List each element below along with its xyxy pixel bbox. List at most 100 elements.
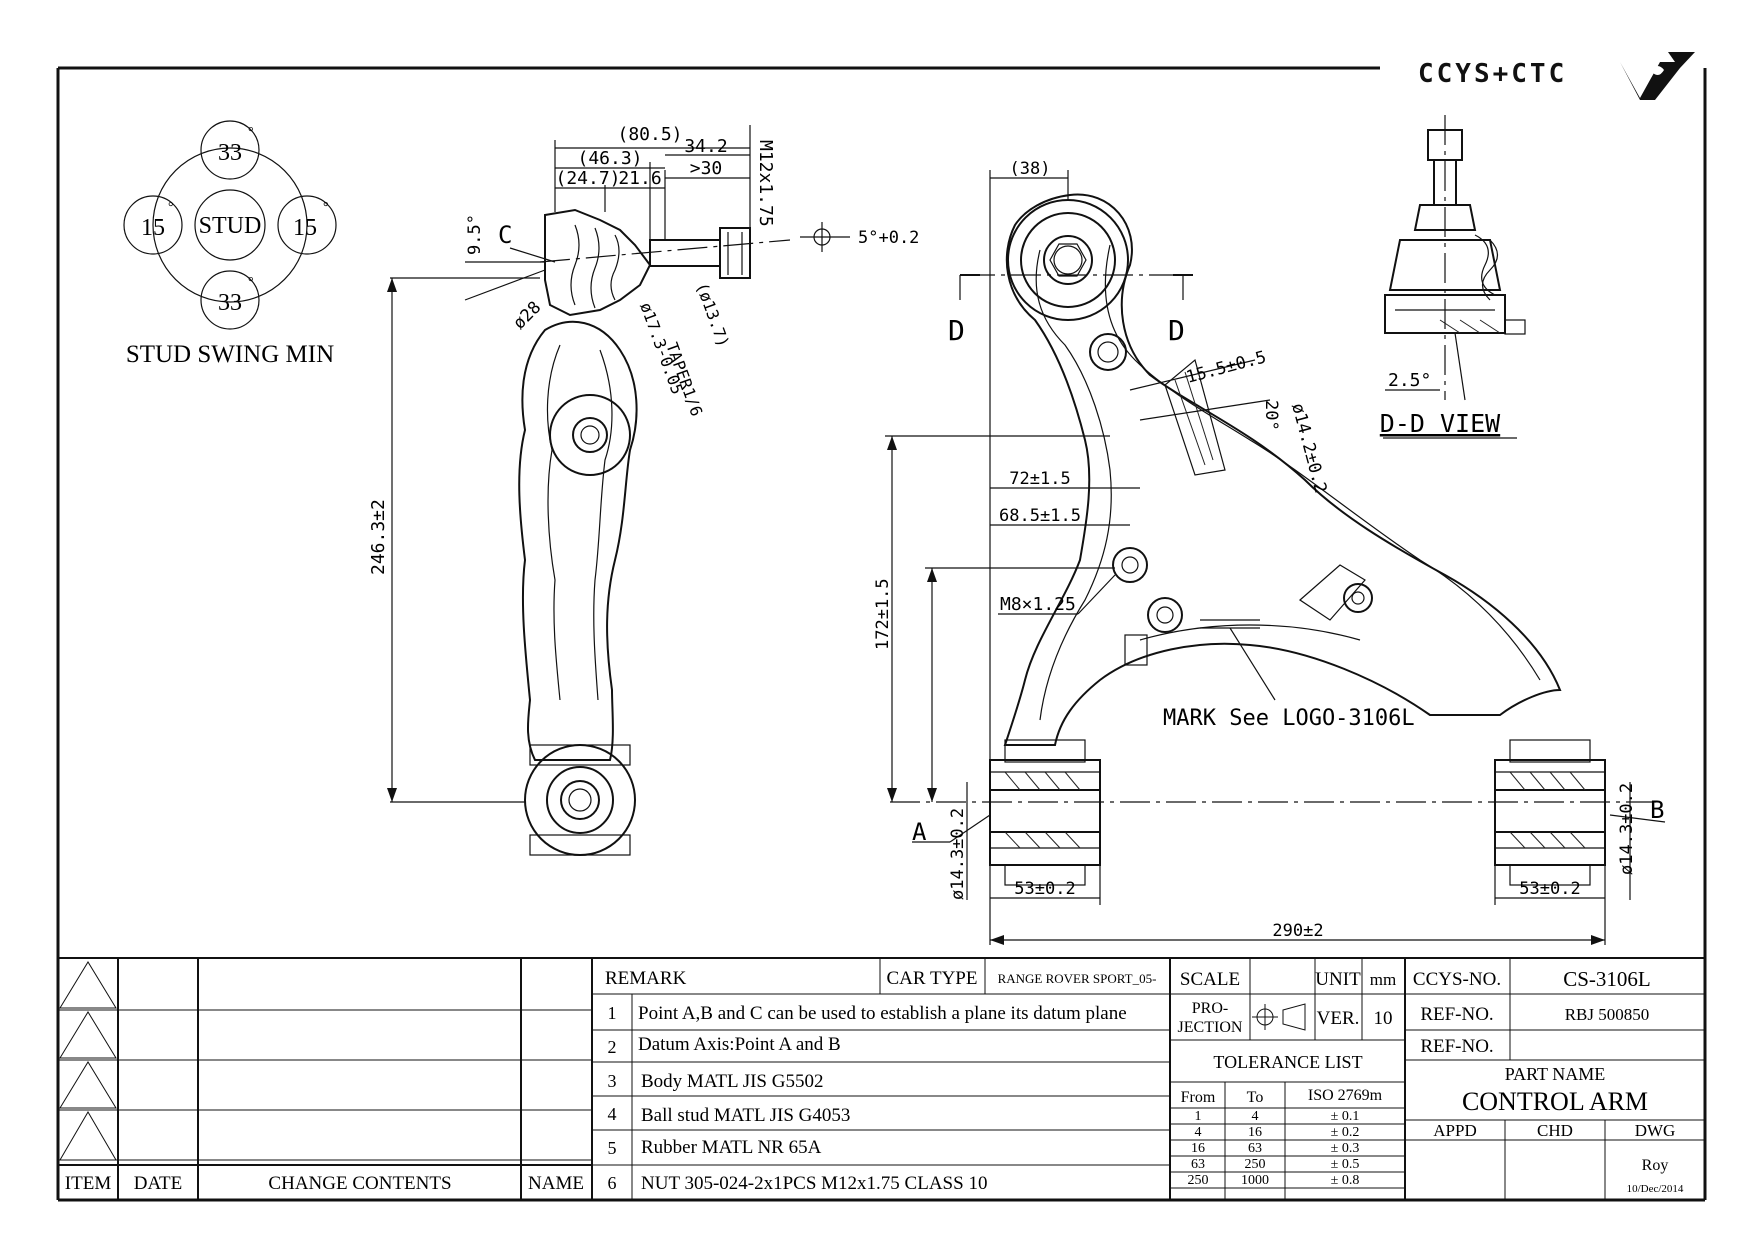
dim-21-6: 21.6 [618,168,661,189]
section-d-left: D [948,314,965,347]
ref-no-label-2: REF-NO. [1420,1036,1493,1057]
dim-14-2: ø14.2±0.2 [1287,401,1330,495]
stud-bottom-value: 33 [218,290,242,316]
part-name-label: PART NAME [1505,1064,1605,1084]
tol-5-to: 1000 [1241,1173,1269,1188]
dd-section-view: 2.5° D-D VIEW [1380,115,1526,439]
tol-1-value: ± 0.1 [1331,1109,1360,1124]
tol-4-to: 250 [1245,1157,1266,1172]
remark-4-text: Ball stud MATL JIS G4053 [641,1105,850,1126]
stud-top-degree: ° [248,125,254,140]
dd-view-title: D-D VIEW [1380,409,1501,438]
remark-5-text: Rubber MATL NR 65A [641,1137,822,1158]
label-a: A [912,818,927,846]
dim-24-7: (24.7) [555,168,620,189]
tol-2-value: ± 0.2 [1331,1125,1360,1140]
tol-4-from: 63 [1191,1157,1205,1172]
mark-logo-note: MARK See LOGO-3106L [1163,706,1415,731]
rev-header-change: CHANGE CONTENTS [268,1173,451,1194]
car-type-value: RANGE ROVER SPORT_05- [998,971,1157,986]
dim-13-7-dia: (ø13.7) [692,280,733,350]
rev-header-date: DATE [134,1173,183,1194]
stud-right-value: 15 [293,215,317,241]
remark-4-no: 4 [608,1104,617,1124]
dwg-label: DWG [1635,1121,1676,1140]
dd-angle: 2.5° [1388,370,1431,391]
ccys-no-value: CS-3106L [1563,967,1651,991]
tol-2-to: 16 [1248,1125,1262,1140]
logo-text: CCYS+CTC [1418,59,1567,89]
company-logo: CCYS+CTC [1418,52,1695,100]
tol-3-from: 16 [1191,1141,1205,1156]
remark-1-text: Point A,B and C can be used to establish… [638,1003,1127,1024]
dim-30: >30 [690,158,723,179]
dim-246-3: 246.3±2 [368,499,389,575]
dim-53-right: 53±0.2 [1519,879,1580,899]
tol-header-from: From [1181,1089,1216,1106]
stud-top-value: 33 [218,140,242,166]
remark-header: REMARK [605,968,687,989]
remark-2-text: Datum Axis:Point A and B [638,1034,841,1055]
top-view: D D (38) 15.5±0.5 20° ø14.2±0.2 72±1.5 6… [873,159,1666,945]
rev-header-name: NAME [528,1173,584,1194]
car-type-label: CAR TYPE [887,968,978,989]
ccys-no-label: CCYS-NO. [1413,969,1501,990]
tol-4-value: ± 0.5 [1331,1157,1360,1172]
dim-m8: M8×1.25 [1000,594,1076,615]
projection-label-2: JECTION [1178,1019,1243,1036]
stud-left-degree: ° [168,200,174,215]
dim-5-deg: 5°+0.2 [858,228,919,248]
dim-38: (38) [1010,159,1051,179]
dim-14-3-left: ø14.3±0.2 [948,808,968,900]
logo-mark-icon [1620,52,1695,100]
rev-header-item: ITEM [65,1173,112,1194]
stud-swing-title: STUD SWING MIN [126,341,334,368]
right-bushing [1494,739,1606,886]
tol-5-from: 250 [1188,1173,1209,1188]
projection-label-1: PRO- [1192,1000,1228,1017]
dim-28-dia: ø28 [509,298,545,334]
dim-20-deg: 20° [1261,400,1281,431]
tol-header-iso: ISO 2769m [1308,1087,1383,1104]
tol-3-to: 63 [1248,1141,1262,1156]
part-name-value: CONTROL ARM [1462,1087,1648,1116]
label-c: C [498,221,512,249]
remark-1-no: 1 [608,1003,617,1023]
projection-symbol-icon [1252,1003,1306,1031]
stud-bottom-degree: ° [248,275,254,290]
dim-53-left: 53±0.2 [1014,879,1075,899]
dim-80-5: (80.5) [617,124,682,145]
dim-m12: M12x1.75 [755,140,776,227]
tol-5-value: ± 0.8 [1331,1173,1360,1188]
dim-14-3-right: ø14.3±0.2 [1617,783,1637,875]
tolerance-title: TOLERANCE LIST [1213,1052,1362,1072]
unit-label: UNIT [1315,969,1361,990]
side-view: (80.5) (46.3) 34.2 (24.7) 21.6 >30 M12x1… [368,124,919,856]
dim-9-5-deg: 9.5° [465,214,485,255]
stud-right-degree: ° [323,200,329,215]
stud-center-label: STUD [199,213,262,239]
ver-label: VER. [1317,1008,1360,1029]
dim-290: 290±2 [1272,921,1323,941]
dim-34-2: 34.2 [684,136,727,157]
left-bushing [989,739,1101,886]
tol-2-from: 4 [1195,1125,1202,1140]
remark-2-no: 2 [608,1037,617,1057]
dwg-date: 10/Dec/2014 [1627,1183,1684,1195]
ref-no-value: RBJ 500850 [1565,1005,1650,1024]
remark-3-text: Body MATL JIS G5502 [641,1071,823,1092]
dim-172: 172±1.5 [873,578,893,650]
remark-6-text: NUT 305-024-2x1PCS M12x1.75 CLASS 10 [641,1173,987,1194]
ref-no-label: REF-NO. [1420,1004,1493,1025]
remark-6-no: 6 [608,1173,617,1193]
label-b: B [1650,796,1664,824]
dim-72: 72±1.5 [1009,469,1070,489]
tol-header-to: To [1247,1089,1264,1106]
title-block: ITEM DATE CHANGE CONTENTS NAME REMARK CA… [58,957,1705,1200]
remark-3-no: 3 [608,1071,617,1091]
dim-68-5: 68.5±1.5 [999,506,1081,526]
ver-value: 10 [1374,1008,1393,1029]
stud-left-value: 15 [141,215,165,241]
section-d-right: D [1168,314,1185,347]
